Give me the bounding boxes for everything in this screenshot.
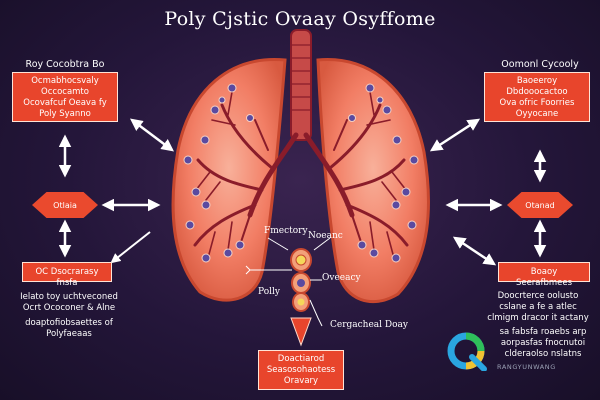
label-right-upper: Noeanc: [308, 231, 343, 241]
label-right-mid: Oveeacy: [322, 273, 361, 283]
arrow-center-leftbox: [110, 231, 151, 264]
bottom-center-box: Doactiarod Seasosohaotess Oravary: [258, 350, 344, 390]
top-right-box: Baoeeroy Dbdooocactoo Ova ofric Foorries…: [484, 72, 590, 122]
label-left-upper: Fmectory: [264, 226, 308, 236]
top-left-caption: Roy Cocobtra Bo: [25, 59, 105, 70]
top-left-box-line-1: Ocmabhocsvaly: [31, 76, 99, 86]
left-footer-line-2: Polyfaeaas: [46, 329, 92, 339]
right-box: Boaoy Seerafbmees: [498, 262, 590, 288]
right-note-line-2: cslane a fe a atlec: [499, 302, 577, 312]
top-left-box-line-3: Ocovafcuf Oeava fy: [23, 98, 107, 108]
label-left-lower: Polly: [258, 287, 280, 297]
top-right-box-line-1: Baoeeroy: [516, 76, 558, 86]
right-footer-line-1: sa fabsfa roaebs arp: [499, 327, 587, 337]
left-note-line-1: Ielato toy uchtveconed: [20, 292, 118, 302]
top-left-box: Ocmabhocsvaly Occocamto Ocovafcuf Oeava …: [12, 72, 118, 122]
left-footer-line-1: doaptofiobsaettes of: [25, 318, 113, 328]
watermark-logo-icon: [447, 332, 487, 371]
ovary-column: [290, 248, 312, 347]
right-diamond: Otanad: [507, 192, 573, 218]
arrow-topright-lung: [429, 118, 481, 152]
bottom-box-line-2: Seasosohaotess: [266, 365, 336, 375]
bottom-box-line-1: Doactiarod: [277, 354, 325, 364]
arrow-topleft-lung: [130, 118, 174, 152]
vessel-tree: [193, 91, 409, 259]
left-diamond-label: Otlaia: [53, 200, 77, 210]
left-footer: doaptofiobsaettes of Polyfaeaas: [4, 318, 134, 340]
left-notes: Ielato toy uchtveconed Ocrt Ococoner & A…: [4, 292, 134, 314]
top-right-box-line-4: Oyyocane: [515, 109, 559, 119]
arrow-lung-right-box: [452, 236, 497, 266]
diagram-title: Poly Cjstic Ovaay Osyffome: [164, 8, 436, 30]
cyst-dots: [183, 83, 419, 263]
right-notes: Doocrterce oolusto cslane a fe a atlec c…: [478, 291, 598, 324]
top-right-box-line-2: Dbdooocactoo: [506, 87, 568, 97]
bottom-left-box: OC Dsocrarasy fnsfa: [22, 262, 112, 288]
right-footer: sa fabsfa roaebs arp aorpasfas fnocnutoi…: [488, 327, 598, 360]
right-note-line-3: clmigm dracor it actany: [487, 313, 589, 323]
top-left-box-line-2: Occocamto: [41, 87, 89, 97]
top-left-box-line-4: Poly Syanno: [39, 109, 91, 119]
right-diamond-label: Otanad: [525, 200, 555, 210]
right-note-line-1: Doocrterce oolusto: [497, 291, 579, 301]
top-right-caption: Oomonl Cycooly: [501, 59, 579, 70]
right-footer-line-3: clderaolso nslatns: [504, 349, 582, 359]
watermark-brand: RANGYUNWANG: [497, 363, 556, 371]
trachea: [290, 29, 312, 141]
top-right-box-line-3: Ova ofric Foorries: [499, 98, 575, 108]
right-footer-line-2: aorpasfas fnocnutoi: [500, 338, 586, 348]
left-note-line-2: Ocrt Ococoner & Alne: [22, 303, 116, 313]
label-bottom-right: Cergacheal Doay: [330, 320, 408, 330]
left-diamond: Otlaia: [32, 192, 98, 218]
bottom-box-line-3: Oravary: [283, 376, 319, 386]
